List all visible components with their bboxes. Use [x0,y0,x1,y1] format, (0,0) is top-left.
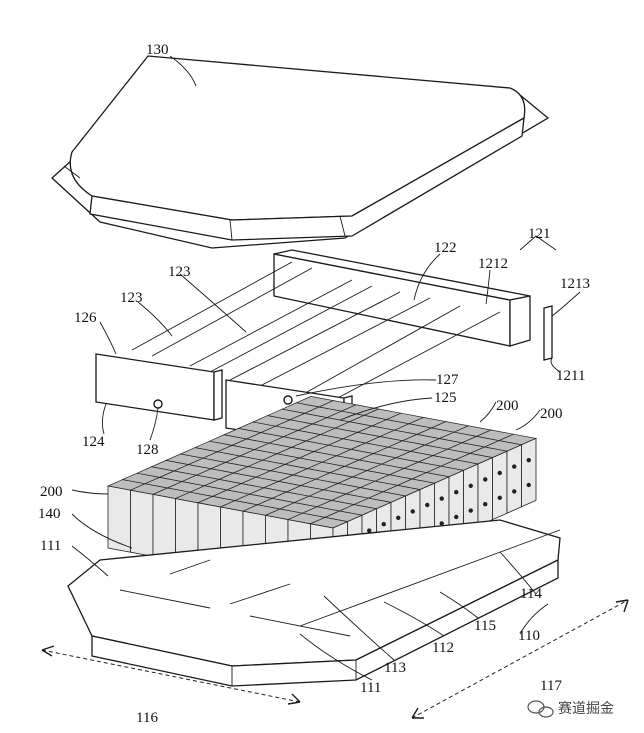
label-200-top-right: 200 [540,406,563,422]
cell-side-face [521,437,537,508]
label-140: 140 [38,506,61,522]
label-130: 130 [146,42,169,58]
direction-arrows [41,599,629,719]
bolt-127 [283,395,293,405]
top-cover [51,55,550,249]
side-strip-1211 [543,305,553,361]
label-126: 126 [74,310,97,326]
watermark-text: 赛道掘金 [558,701,614,717]
cell-terminal [468,483,473,488]
label-114: 114 [520,586,542,602]
label-127: 127 [436,372,459,388]
label-125: 125 [434,390,457,406]
cell-terminal [468,508,473,513]
part-labels: 130 122 121 1212 1213 123 123 126 1211 1… [38,42,590,726]
label-111-left: 111 [40,538,61,554]
cell-terminal [526,458,531,463]
cell-terminal [483,477,488,482]
leader-lines [71,55,581,681]
end-plate-left [95,353,215,421]
cell-terminal [454,490,459,495]
cell-terminal [512,464,517,469]
label-115: 115 [474,618,496,634]
label-123-lower: 123 [120,290,143,306]
cell-terminal [396,515,401,520]
label-122: 122 [434,240,457,256]
cell-terminal [483,502,488,507]
cell-side-face [492,450,508,521]
label-111-bottom: 111 [360,680,381,696]
cell-side-face [477,456,493,527]
cell-terminal [512,489,517,494]
cell-front-face [130,489,154,557]
cell-terminal [526,482,531,488]
cell-terminal [381,522,386,527]
wechat-logo-icon [527,700,554,718]
cell-terminal [439,496,444,501]
watermark: 赛道掘金 [527,700,614,718]
label-121: 121 [528,226,551,242]
label-128: 128 [136,442,159,458]
label-1211: 1211 [556,368,585,384]
cell-stack [106,396,538,591]
cell-terminal [425,502,430,508]
cell-front-face [152,493,176,562]
label-1213: 1213 [560,276,590,292]
cell-terminal [367,528,372,533]
label-110: 110 [518,628,540,644]
label-116: 116 [136,710,158,726]
cell-front-face [107,485,131,553]
cell-side-face [506,444,522,514]
cell-terminal [410,509,415,514]
label-200-top-left: 200 [496,398,519,414]
label-124: 124 [82,434,105,450]
cell-terminal [439,521,444,526]
label-112: 112 [432,640,454,656]
label-123-upper: 123 [168,264,191,280]
base-tray [67,519,561,687]
label-117: 117 [540,678,562,694]
cell-terminal [497,470,502,476]
cell-terminal [497,495,502,500]
label-200-left: 200 [40,484,63,500]
label-1212: 1212 [478,256,508,272]
label-113: 113 [384,660,406,676]
cell-terminal [454,514,459,520]
